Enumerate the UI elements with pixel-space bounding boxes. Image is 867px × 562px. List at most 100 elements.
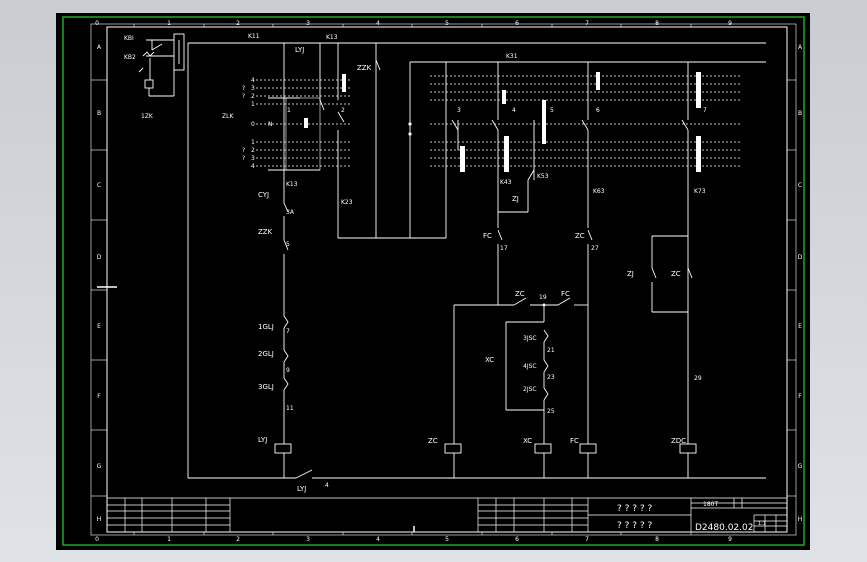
col-label: 8 [655,20,659,27]
row-label: E [97,323,101,330]
col-label: 4 [376,20,380,27]
label-zlk: ZLK [222,113,234,120]
node: 6 [596,107,600,114]
label-4jsc: 4JSC [523,363,537,370]
row-label: C [798,182,802,189]
sw-n: N [268,121,273,128]
node: 4 [325,482,329,489]
scale-label: 1:1 [758,521,766,527]
label-zc-right: ZC [671,270,681,278]
col-label: 5 [445,20,449,27]
wiring [138,33,766,479]
label-k23: K23 [341,199,353,206]
label-kb2: KB2 [124,54,136,61]
coil-label-lyj: LYJ [258,436,267,444]
sw-pos: 2 [251,93,255,100]
node: 4 [512,107,516,114]
label-k73: K73 [694,188,706,195]
node: 21 [547,347,555,354]
label-k11: K11 [248,33,260,40]
row-label: H [97,516,102,523]
col-label: 6 [515,536,519,543]
title-block [107,497,787,532]
label-zj-right: ZJ [627,270,634,278]
title-line-2: ? ? ? ? ? [617,521,653,531]
row-label: E [798,323,802,330]
col-label: 6 [515,20,519,27]
label-fc-int: FC [561,290,570,298]
label-k13: K13 [326,34,338,41]
label-1zk: 1ZK [141,113,154,120]
row-label: G [798,463,803,470]
row-label: A [97,44,102,51]
sw-pos: 3 [251,155,255,162]
node: 7 [703,107,707,114]
node: 3A [286,209,295,216]
col-label: 2 [236,20,240,27]
title-line-1: ? ? ? ? ? [617,504,653,514]
cam-bars [304,72,701,307]
node: 23 [547,374,555,381]
sw-q: ? [242,147,245,154]
sw-q: ? [242,85,245,92]
label-xc: XC [485,356,494,364]
sw-pos: 3 [251,85,255,92]
sw-pos: 4 [251,163,255,170]
coil-label-zc: ZC [428,437,438,445]
label-zc-int: ZC [515,290,525,298]
label-lyj-bottom: LYJ [297,485,306,493]
node: 2 [341,107,345,114]
row-label: B [97,110,101,117]
label-zc: ZC [575,232,585,240]
row-label: D [97,254,102,261]
node: 17 [500,245,508,252]
col-label: 2 [236,536,240,543]
standard-label: 180T [703,501,718,508]
label-3glj: 3GLJ [258,383,274,391]
col-label: 7 [585,20,589,27]
coil-label-fc: FC [570,437,579,445]
row-label: F [97,393,101,400]
col-label: 5 [445,536,449,543]
label-k43: K43 [500,179,512,186]
label-1glj: 1GLJ [258,323,274,331]
sw-pos: 1 [251,101,255,108]
col-label: 1 [167,536,171,543]
row-label: C [97,182,101,189]
label-cyj: CYJ [258,191,269,199]
zone-ticks [91,24,796,535]
col-label: 4 [376,536,380,543]
col-label: 0 [95,536,99,543]
row-label: H [798,516,803,523]
row-label: F [798,393,802,400]
sw-pos: 1 [251,139,255,146]
col-label: 7 [585,536,589,543]
title-block-text: ? ? ? ? ? ? ? ? ? ? D2480.02.02 180T 1:1 [617,501,766,533]
col-label: 8 [655,536,659,543]
coil-label-zdc: ZDC [671,437,686,445]
node: 27 [591,245,599,252]
sheet-border [62,16,805,546]
label-3jsc: 3JSC [523,335,537,342]
col-label: 1 [167,20,171,27]
label-k31: K31 [506,53,518,60]
label-kbi: KBI [124,35,134,42]
node: 5 [550,107,554,114]
sw-pos: 4 [251,77,255,84]
row-label: A [798,44,803,51]
sw-pos: 2 [251,147,255,154]
node: 19 [539,294,547,301]
label-k53: K53 [537,173,549,180]
schematic-labels: KBI KB2 1ZK K11 LYJ K13 ZZK K31 ZLK 4 3 … [124,33,707,493]
node: 3 [457,107,461,114]
zone-frame [90,23,797,536]
col-label: 9 [728,536,732,543]
coil-label-xc: XC [523,437,532,445]
node: 5 [286,241,290,248]
col-label: 0 [95,20,99,27]
label-2jsc: 2JSC [523,386,537,393]
node: 7 [286,328,290,335]
sw-zero: 0 [251,121,255,128]
